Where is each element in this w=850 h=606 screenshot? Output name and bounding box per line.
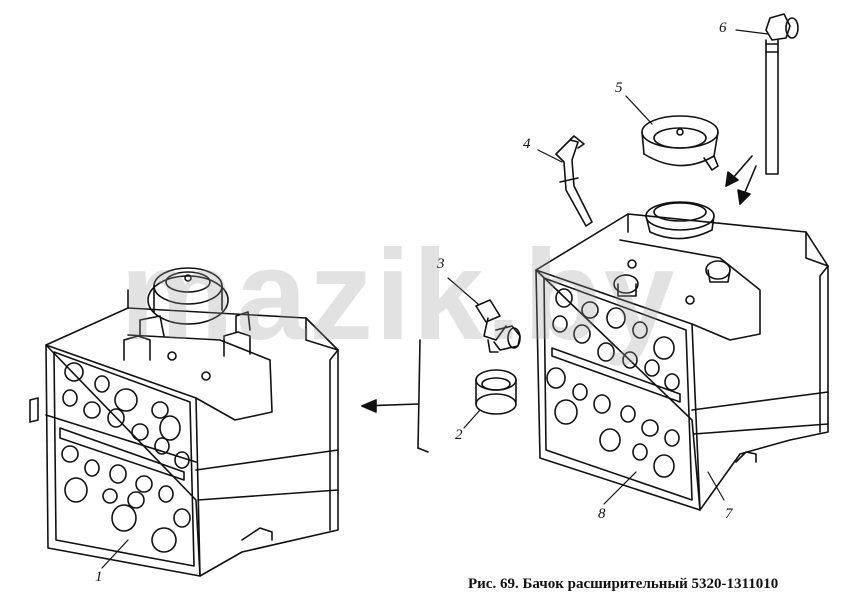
left-tank-body-outline	[46, 308, 338, 576]
assembly-arrow	[362, 340, 428, 452]
left-tank-cap-top	[154, 268, 222, 304]
figure-caption: Рис. 69. Бачок расширительный 5320-13110…	[468, 576, 779, 592]
callout-1: 1	[95, 569, 103, 585]
assembly-arrows-right	[726, 156, 756, 204]
right-tank-top-panel	[620, 240, 760, 340]
left-tank-fitting-a	[124, 316, 164, 360]
callout-5: 5	[615, 80, 623, 96]
right-tank-band	[692, 392, 828, 434]
right-tank-body-outline	[536, 214, 828, 510]
left-tank-front-face	[46, 345, 200, 576]
left-tank-emboss-pattern	[60, 363, 190, 552]
left-tank-band	[196, 450, 338, 500]
leader-1	[102, 540, 128, 568]
left-tank-top-ridge	[128, 290, 338, 350]
right-tank	[536, 202, 828, 510]
leader-8	[604, 472, 636, 504]
left-tank	[30, 268, 338, 576]
leader-7	[708, 472, 724, 500]
callout-2: 2	[455, 427, 463, 443]
callout-6: 6	[719, 20, 727, 36]
left-tank-base-notch	[242, 528, 272, 540]
left-tank-neck	[148, 276, 228, 324]
left-tank-fitting-b	[224, 312, 250, 356]
part-2-ring-seal	[464, 370, 516, 428]
left-tank-top-panel	[128, 335, 272, 420]
part-3-drain-tap	[448, 278, 520, 352]
part-6-pipe	[736, 14, 798, 174]
right-tank-base-notch	[736, 452, 756, 462]
part-4-hose	[538, 136, 592, 226]
right-tank-emboss-pattern	[547, 289, 680, 477]
right-tank-front-face	[536, 270, 700, 510]
callout-8: 8	[598, 506, 606, 522]
callout-3: 3	[437, 256, 445, 272]
callout-4: 4	[523, 136, 531, 152]
left-tank-right-edge	[330, 350, 338, 530]
part-5-filler-cap	[626, 96, 718, 170]
callout-7: 7	[725, 506, 733, 522]
